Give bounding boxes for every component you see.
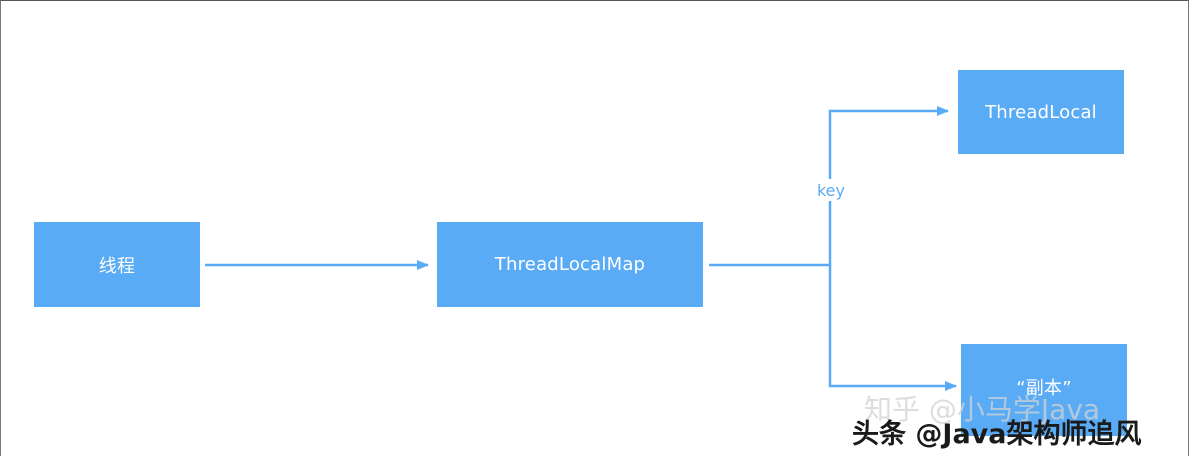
node-threadlocal: ThreadLocal — [958, 70, 1124, 154]
node-thread: 线程 — [34, 222, 200, 307]
edge-label-key: key — [806, 179, 856, 201]
node-value-copy: “副本” — [961, 344, 1127, 436]
arrow-map-to-value — [828, 265, 957, 391]
watermark-toutiao: 头条 @Java架构师追风 — [852, 419, 1142, 450]
node-threadlocalmap: ThreadLocalMap — [437, 222, 703, 307]
watermark-zhihu: 知乎 @小马学Java — [864, 393, 1101, 426]
